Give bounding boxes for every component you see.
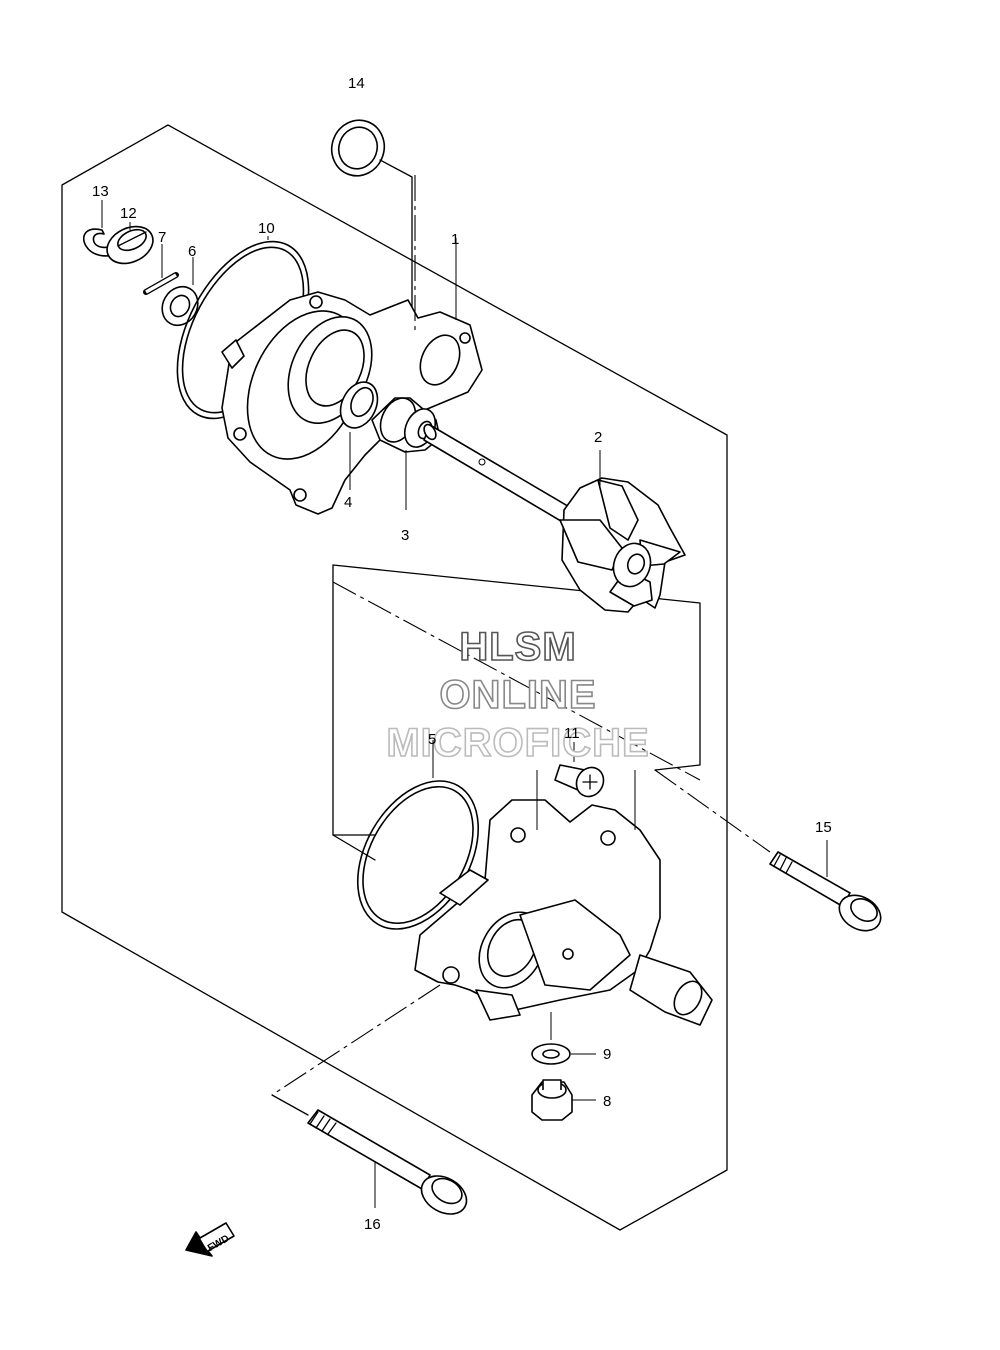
callout-14: 14 (348, 75, 365, 92)
part-15-bolt (769, 840, 882, 932)
watermark-line-2: ONLINE (439, 673, 596, 717)
callout-5: 5 (428, 731, 436, 748)
assembly-frame (61, 124, 728, 1231)
callout-13: 13 (92, 183, 109, 200)
part-1-pump-body (221, 238, 483, 515)
part-8-drain-bolt (531, 1079, 596, 1121)
callout-labels: 14 13 12 7 6 10 1 2 4 3 5 11 15 9 8 16 (92, 75, 832, 1233)
callout-8: 8 (603, 1093, 611, 1110)
callout-2: 2 (594, 429, 602, 446)
watermark-line-1: HLSM (459, 625, 576, 669)
part-6-washer (161, 257, 199, 327)
part-7-pin (143, 244, 179, 295)
water-pump-cover (414, 770, 713, 1026)
watermark-line-3: MICROFICHE (386, 721, 649, 765)
part-2-impeller (559, 450, 686, 613)
part-12-gear (106, 222, 154, 265)
part-11-screw (554, 742, 605, 798)
part-9-washer (531, 1012, 596, 1065)
part-16-bolt (307, 1109, 468, 1215)
callout-1: 1 (451, 231, 459, 248)
part-3-mechanical-seal (371, 397, 441, 510)
callout-15: 15 (815, 819, 832, 836)
callout-12: 12 (120, 205, 137, 222)
callout-6: 6 (188, 243, 196, 260)
alignment-lines (271, 175, 771, 1116)
callout-7: 7 (158, 229, 166, 246)
fwd-arrow-icon: FWD (185, 1222, 235, 1257)
callout-11: 11 (564, 725, 580, 742)
part-14-o-ring (330, 119, 413, 331)
callout-16: 16 (364, 1216, 381, 1233)
callout-10: 10 (258, 220, 275, 237)
callout-3: 3 (401, 527, 409, 544)
watermark: HLSM ONLINE MICROFICHE (386, 624, 650, 766)
callout-9: 9 (603, 1046, 611, 1063)
part-4-bearing (339, 381, 379, 490)
callout-4: 4 (344, 494, 352, 511)
